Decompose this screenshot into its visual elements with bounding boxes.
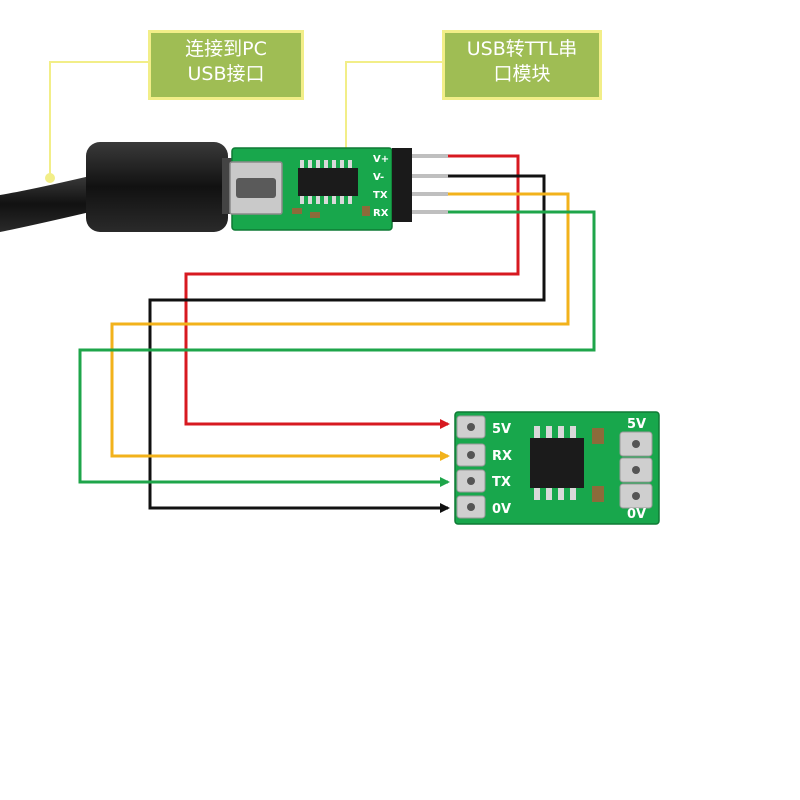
target-label-tx: TX bbox=[492, 475, 511, 490]
callout-usb-ttl-module: USB转TTL串 口模块 bbox=[442, 30, 602, 100]
target-label-5v-left: 5V bbox=[492, 422, 511, 437]
pin-header bbox=[392, 148, 412, 222]
usb-cable bbox=[0, 142, 238, 232]
target-label-5v-right: 5V bbox=[627, 417, 646, 432]
target-board: 5V RX TX 0V 5V 0V bbox=[454, 411, 660, 525]
wire-green-rx-tx bbox=[78, 210, 596, 487]
wire-red-vplus-5v bbox=[184, 154, 520, 429]
usb-ttl-chip bbox=[298, 168, 358, 196]
callout-module-line1: USB转TTL串 bbox=[466, 38, 578, 60]
callout-pc-line2: USB接口 bbox=[187, 63, 265, 85]
callout-module-line2: 口模块 bbox=[493, 63, 551, 85]
wires bbox=[78, 154, 596, 513]
usb-pin-label-tx: TX bbox=[373, 190, 388, 201]
target-chip bbox=[530, 438, 584, 488]
usb-pin-label-vplus: V+ bbox=[373, 154, 389, 165]
usb-plug-housing bbox=[86, 142, 228, 232]
usb-pin-label-rx: RX bbox=[373, 208, 389, 219]
target-label-0v-left: 0V bbox=[492, 502, 511, 517]
usb-ttl-module: V+ V- TX RX bbox=[229, 147, 448, 231]
callout-pc-line1: 连接到PC bbox=[185, 38, 267, 60]
wire-black-vminus-0v bbox=[148, 174, 546, 513]
callout-pc-usb-port: 连接到PC USB接口 bbox=[148, 30, 304, 100]
usb-pin-label-vminus: V- bbox=[373, 172, 384, 183]
target-label-0v-right: 0V bbox=[627, 507, 646, 522]
target-label-rx: RX bbox=[492, 449, 512, 464]
wire-yellow-tx-rx bbox=[110, 192, 570, 461]
